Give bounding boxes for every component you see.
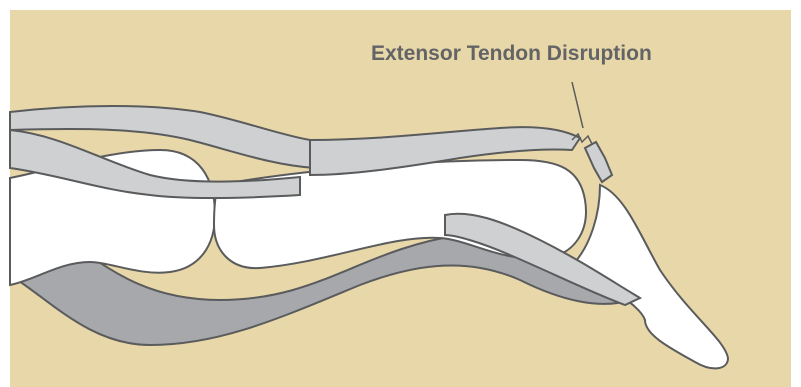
extensor-tendon-disruption-label: Extensor Tendon Disruption	[371, 42, 652, 66]
terminal-tendon-stump	[585, 142, 612, 182]
label-leader-line	[572, 82, 583, 128]
